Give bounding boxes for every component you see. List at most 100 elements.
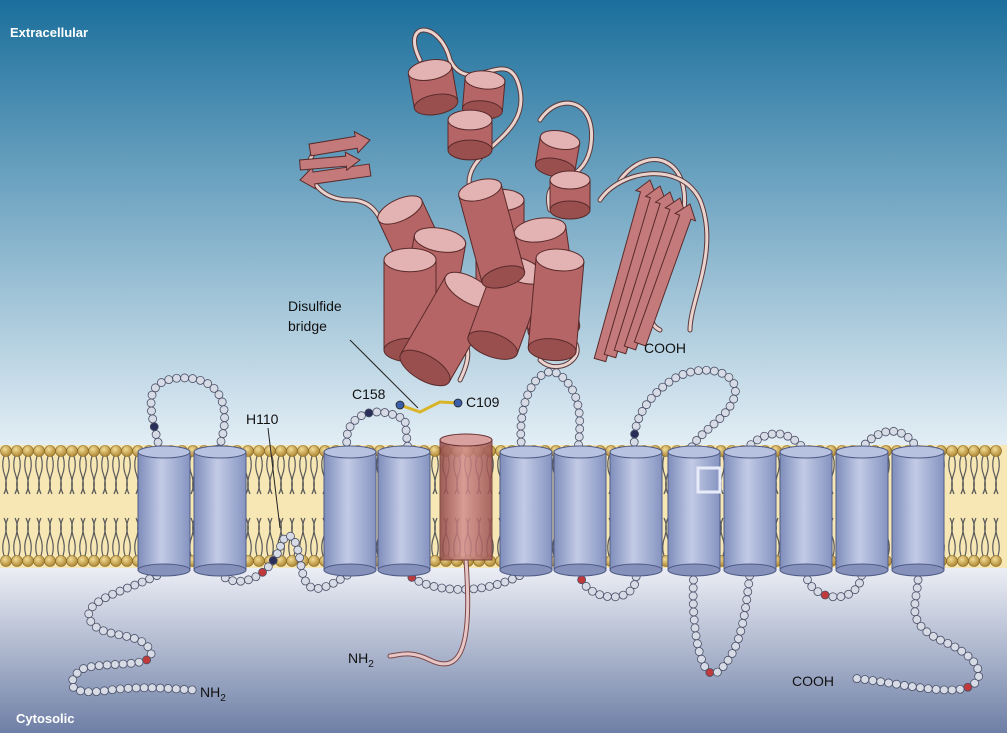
residue-bead: [890, 427, 898, 435]
residue-bead: [307, 583, 315, 591]
residue-bead: [692, 632, 700, 640]
tm-helix: [378, 446, 430, 576]
residue-bead: [165, 376, 173, 384]
h110-label: H110: [246, 411, 278, 427]
residue-bead: [299, 569, 307, 577]
residue-bead: [85, 610, 93, 618]
residue-bead: [143, 656, 151, 664]
tm-helix: [500, 446, 552, 576]
residue-bead: [768, 430, 776, 438]
residue-bead: [575, 409, 583, 417]
residue-bead: [148, 684, 156, 692]
residue-bead: [123, 584, 131, 592]
tm-helix: [724, 446, 776, 576]
tm-helix: [554, 446, 606, 576]
residue-bead: [517, 430, 525, 438]
residue-bead: [107, 629, 115, 637]
residue-bead: [381, 409, 389, 417]
residue-bead: [687, 368, 695, 376]
residue-bead: [517, 422, 525, 430]
alpha-helix-cylinder: [550, 171, 590, 219]
residue-bead: [245, 576, 253, 584]
residue-bead: [373, 408, 381, 416]
residue-bead: [173, 374, 181, 382]
residue-bead: [221, 414, 229, 422]
residue-bead: [574, 401, 582, 409]
residue-bead: [734, 635, 742, 643]
residue-bead: [108, 686, 116, 694]
residue-bead: [575, 433, 583, 441]
residue-bead: [689, 592, 697, 600]
residue-bead: [415, 577, 423, 585]
residue-bead: [84, 688, 92, 696]
residue-bead: [422, 580, 430, 588]
c158-label: C158: [352, 386, 385, 402]
residue-bead: [146, 575, 154, 583]
residue-bead: [916, 684, 924, 692]
residue-bead: [837, 593, 845, 601]
residue-bead: [109, 590, 117, 598]
residue-bead: [127, 659, 135, 667]
residue-bead: [220, 422, 228, 430]
residue-bead: [940, 686, 948, 694]
residue-bead: [273, 550, 281, 558]
alpha-helix-cylinder: [448, 110, 492, 160]
residue-bead: [956, 685, 964, 693]
residue-bead: [454, 585, 462, 593]
tm-helix: [780, 446, 832, 576]
residue-bead: [776, 430, 784, 438]
residue-bead: [116, 685, 124, 693]
residue-bead: [892, 680, 900, 688]
residue-bead: [314, 584, 322, 592]
residue-bead: [518, 414, 526, 422]
residue-bead: [631, 581, 639, 589]
residue-bead: [821, 591, 829, 599]
residue-bead: [730, 380, 738, 388]
residue-bead: [521, 398, 529, 406]
residue-bead: [936, 636, 944, 644]
residue-bead: [164, 684, 172, 692]
residue-bead: [730, 395, 738, 403]
tm-helix: [668, 446, 720, 576]
residue-bead: [914, 576, 922, 584]
residue-bead: [694, 367, 702, 375]
residue-bead: [924, 685, 932, 693]
residue-bead: [157, 379, 165, 387]
residue-bead: [728, 649, 736, 657]
residue-bead: [814, 588, 822, 596]
residue-bead: [188, 686, 196, 694]
residue-bead: [189, 375, 197, 383]
residue-bead: [218, 398, 226, 406]
residue-bead: [154, 438, 162, 446]
residue-bead: [911, 608, 919, 616]
residue-bead: [693, 640, 701, 648]
residue-bead: [147, 399, 155, 407]
residue-bead: [588, 587, 596, 595]
residue-bead: [632, 422, 640, 430]
residue-bead: [119, 660, 127, 668]
residue-bead: [689, 576, 697, 584]
residue-bead: [196, 376, 204, 384]
nh2-left-label: NH2: [200, 684, 226, 707]
residue-bead: [148, 391, 156, 399]
residue-bead: [948, 686, 956, 694]
residue-bead: [501, 578, 509, 586]
residue-bead: [544, 368, 552, 376]
residue-bead: [87, 663, 95, 671]
residue-bead: [131, 581, 139, 589]
residue-bead: [743, 596, 751, 604]
residue-bead: [760, 432, 768, 440]
residue-bead: [944, 639, 952, 647]
residue-bead: [710, 367, 718, 375]
residue-bead: [885, 679, 893, 687]
residue-bead: [508, 575, 516, 583]
disulfide-label-line2: bridge: [288, 318, 327, 334]
residue-bead: [217, 437, 225, 445]
residue-bead: [111, 660, 119, 668]
residue-bead: [631, 430, 639, 438]
residue-bead: [343, 438, 351, 446]
residue-bead: [524, 391, 532, 399]
residue-bead: [912, 592, 920, 600]
residue-bead: [706, 669, 714, 677]
residue-bead: [695, 648, 703, 656]
